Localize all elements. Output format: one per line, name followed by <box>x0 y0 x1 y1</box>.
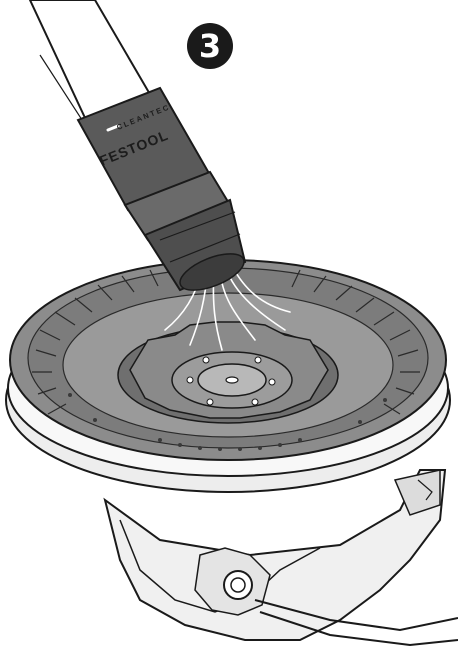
vacuum-hose: FESTOOL CLEANTEC <box>28 0 247 292</box>
step-number-badge: 3 <box>187 23 233 69</box>
sanding-pad <box>9 259 447 461</box>
machine-housing <box>103 469 458 647</box>
